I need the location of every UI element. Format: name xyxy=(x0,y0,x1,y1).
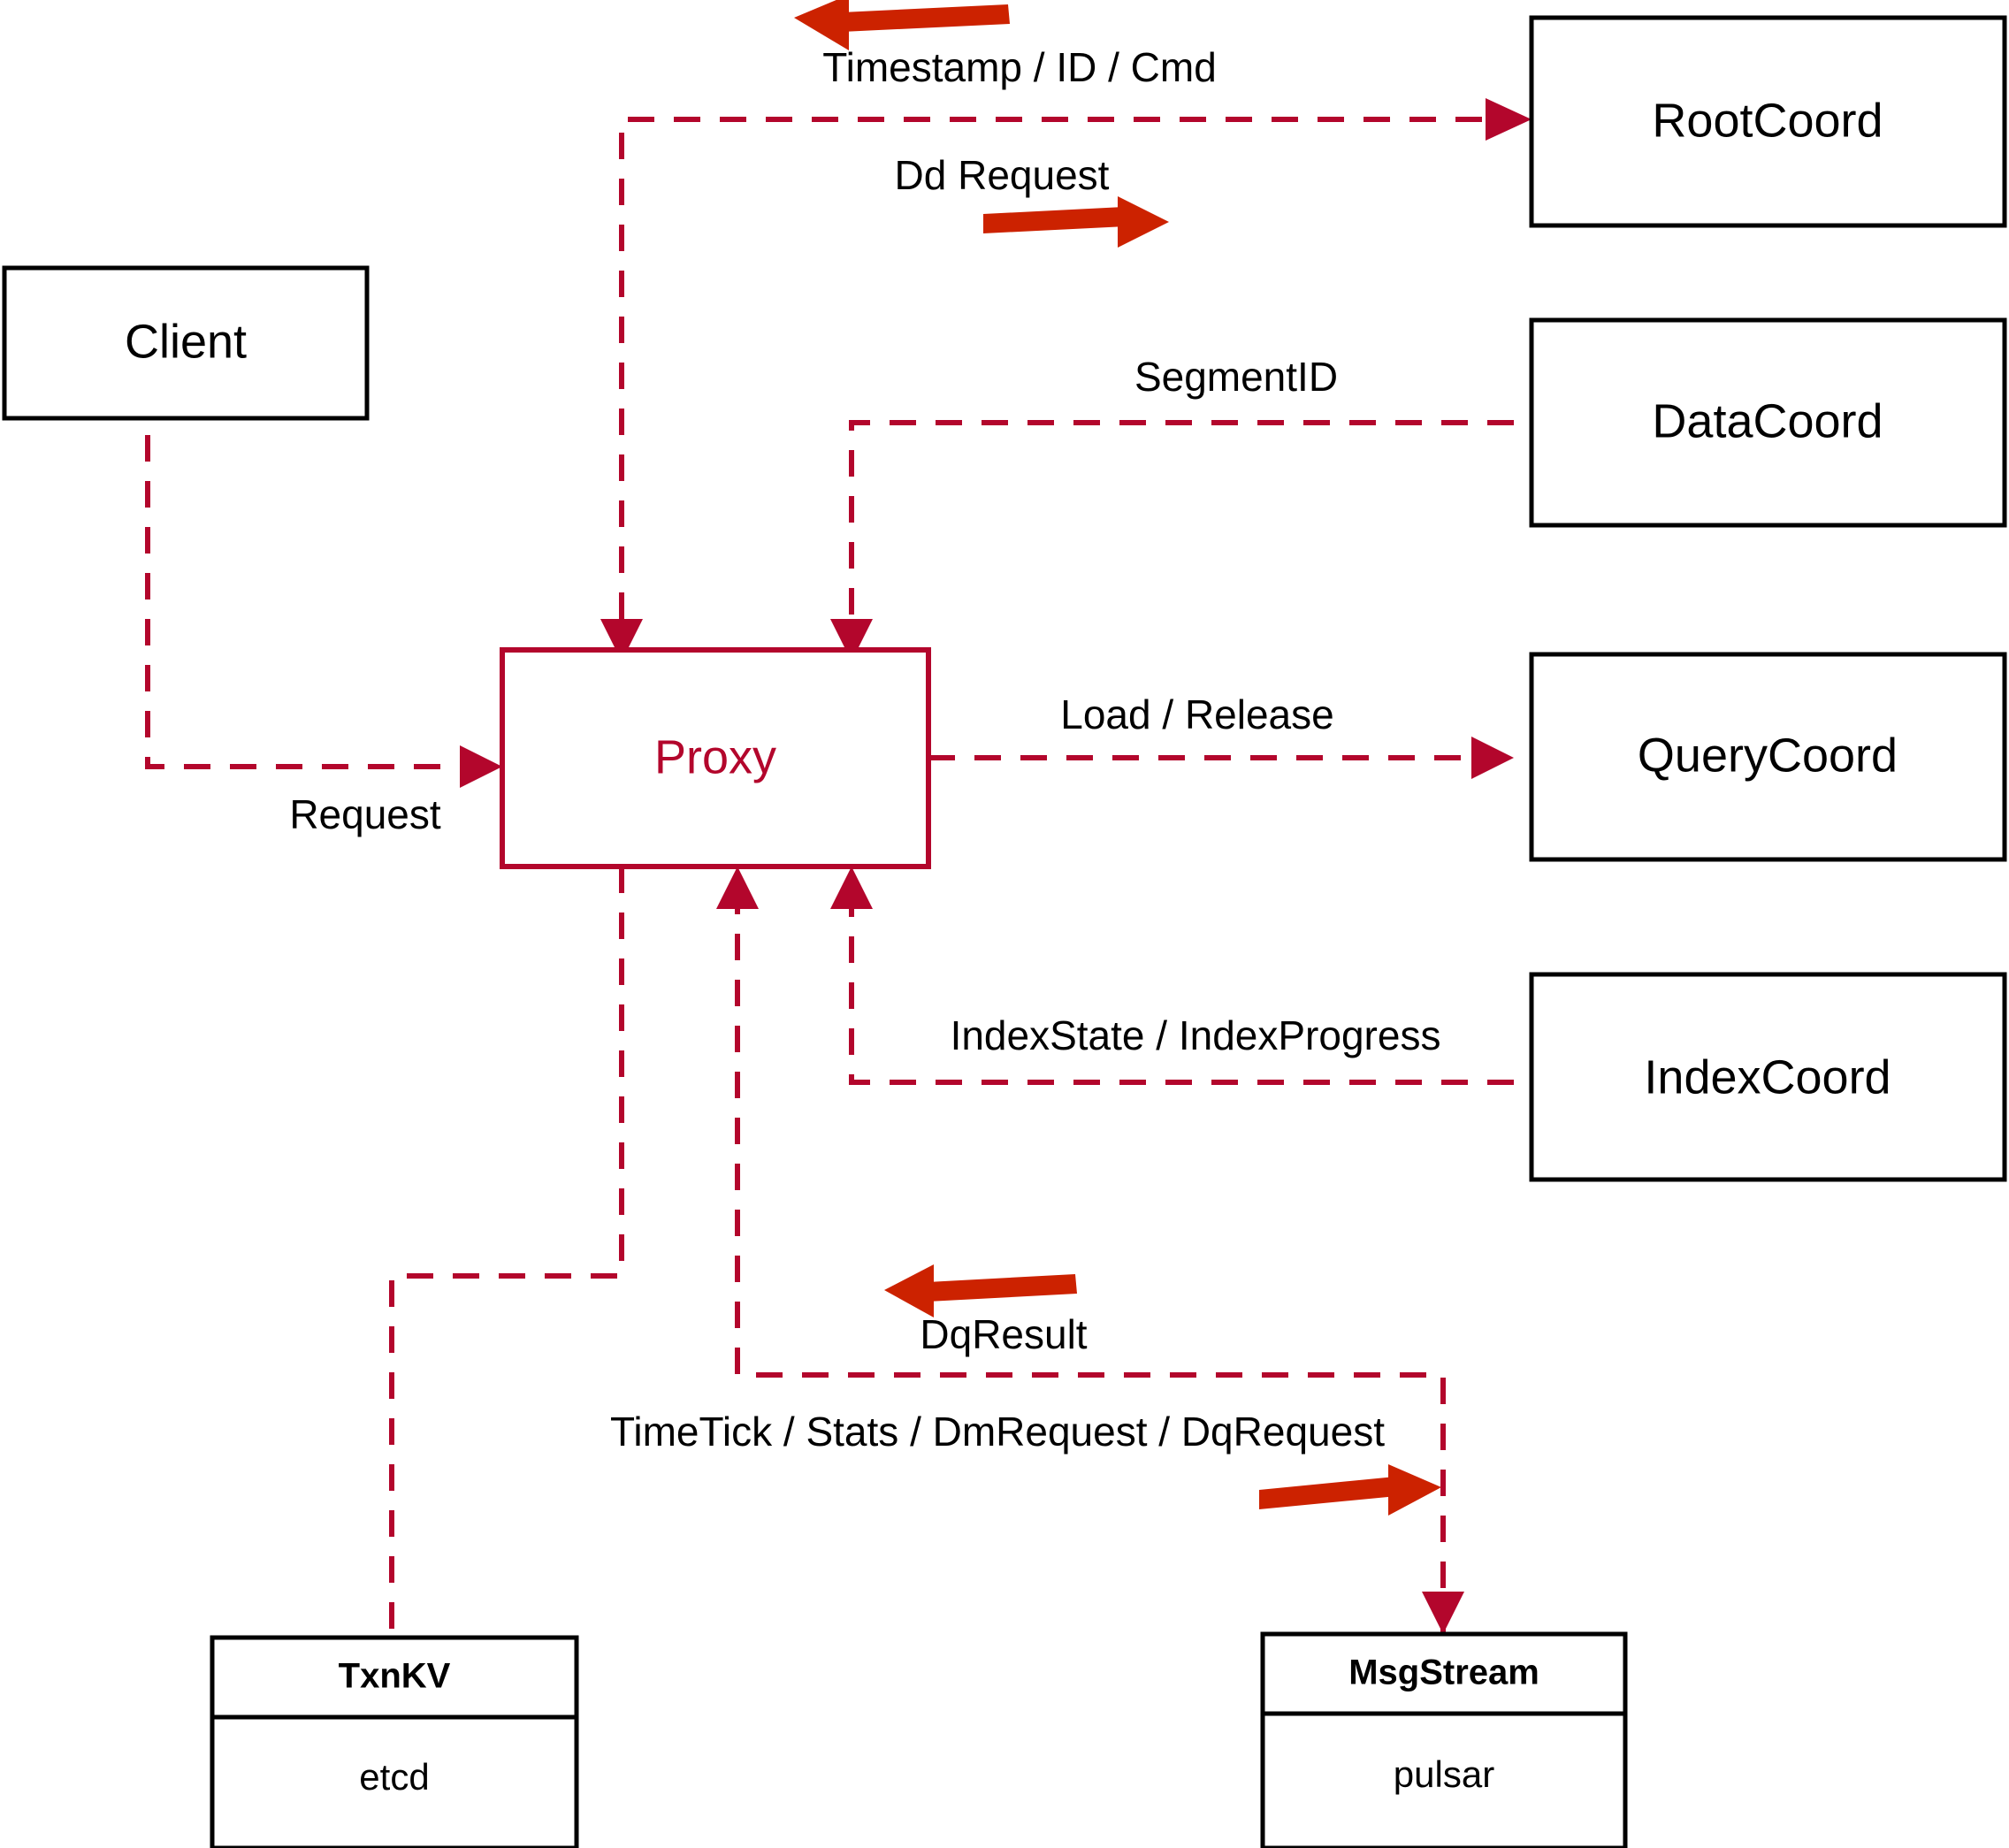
node-querycoord-label: QueryCoord xyxy=(1638,729,1898,782)
edge-path-segmentid xyxy=(849,420,1514,619)
node-proxy-box xyxy=(500,647,931,869)
arrowhead-msgstream xyxy=(1422,1592,1464,1634)
direction-arrow-ddrequest xyxy=(983,196,1169,248)
edge-label-ddrequest: Dd Request xyxy=(895,152,1110,198)
direction-arrow-timetick xyxy=(1259,1464,1441,1516)
node-datacoord-box xyxy=(1529,317,2007,528)
edge-path-rootcoord xyxy=(619,117,1486,619)
arrowhead-proxy-bottom-right xyxy=(830,867,873,909)
direction-arrow-timetick-head xyxy=(1388,1464,1441,1516)
edge-msgstream-proxy xyxy=(716,867,1464,1634)
node-client[interactable]: Client xyxy=(2,265,370,421)
arrowhead-proxy-top-right xyxy=(830,619,873,661)
node-proxy-label: Proxy xyxy=(654,730,776,783)
node-rootcoord[interactable]: RootCoord xyxy=(1529,15,2007,228)
node-client-box xyxy=(2,265,370,421)
edge-label-request: Request xyxy=(289,791,441,837)
edge-label-dqresult: DqResult xyxy=(920,1311,1087,1357)
edge-label-indexstate: IndexState / IndexProgress xyxy=(951,1012,1441,1058)
node-indexcoord-box xyxy=(1529,972,2007,1182)
direction-arrow-dqresult xyxy=(884,1264,1077,1317)
arrowhead-querycoord xyxy=(1471,737,1514,779)
edge-indexcoord-proxy xyxy=(830,867,1514,1085)
edge-label-timestamp: Timestamp / ID / Cmd xyxy=(822,44,1217,90)
edge-path-txnkv xyxy=(389,867,624,1638)
node-rootcoord-box xyxy=(1529,15,2007,228)
edge-path-dqresult xyxy=(735,909,1446,1634)
node-msgstream-label: MsgStream xyxy=(1348,1653,1539,1692)
node-msgstream-sublabel: pulsar xyxy=(1394,1753,1494,1795)
node-txnkv-box xyxy=(210,1635,579,1848)
edge-proxy-rootcoord xyxy=(600,98,1532,661)
edge-proxy-querycoord xyxy=(928,737,1514,779)
edge-path-request xyxy=(145,389,460,769)
edge-label-segmentid: SegmentID xyxy=(1134,354,1338,400)
direction-arrow-ddrequest-head xyxy=(1118,196,1169,248)
edge-proxy-txnkv xyxy=(389,867,624,1638)
node-msgstream[interactable]: MsgStream pulsar xyxy=(1260,1631,1628,1848)
direction-arrow-timetick-shaft xyxy=(1259,1477,1397,1509)
node-rootcoord-label: RootCoord xyxy=(1652,94,1883,147)
direction-arrow-timestamp-shaft xyxy=(842,4,1010,32)
node-proxy[interactable]: Proxy xyxy=(500,647,931,869)
arrowhead-proxy-bottom-mid xyxy=(716,867,759,909)
node-txnkv-label: TxnKV xyxy=(339,1657,451,1696)
node-datacoord[interactable]: DataCoord xyxy=(1529,317,2007,528)
arrowhead-proxy-top-left xyxy=(600,619,643,661)
node-indexcoord[interactable]: IndexCoord xyxy=(1529,972,2007,1182)
node-txnkv[interactable]: TxnKV etcd xyxy=(210,1635,579,1848)
node-querycoord[interactable]: QueryCoord xyxy=(1529,652,2007,862)
node-txnkv-sublabel: etcd xyxy=(359,1756,429,1798)
edge-path-indexstate xyxy=(849,909,1514,1085)
direction-arrow-dqresult-shaft xyxy=(928,1274,1077,1302)
direction-arrow-dqresult-head xyxy=(884,1264,934,1317)
edge-label-loadrelease: Load / Release xyxy=(1060,691,1333,737)
node-client-label: Client xyxy=(125,315,247,368)
node-indexcoord-label: IndexCoord xyxy=(1644,1050,1891,1103)
node-msgstream-box xyxy=(1260,1631,1628,1848)
node-querycoord-box xyxy=(1529,652,2007,862)
direction-arrow-ddrequest-shaft xyxy=(983,207,1127,233)
arrowhead-rootcoord xyxy=(1486,98,1532,141)
edge-label-timetick: TimeTick / Stats / DmRequest / DqRequest xyxy=(610,1409,1385,1455)
edge-datacoord-proxy xyxy=(830,420,1514,661)
arrowhead-proxy-left xyxy=(460,745,502,788)
direction-arrow-timestamp xyxy=(794,0,1010,50)
edge-client-proxy xyxy=(145,389,502,788)
direction-arrow-timestamp-head xyxy=(794,0,849,50)
node-datacoord-label: DataCoord xyxy=(1652,394,1883,447)
